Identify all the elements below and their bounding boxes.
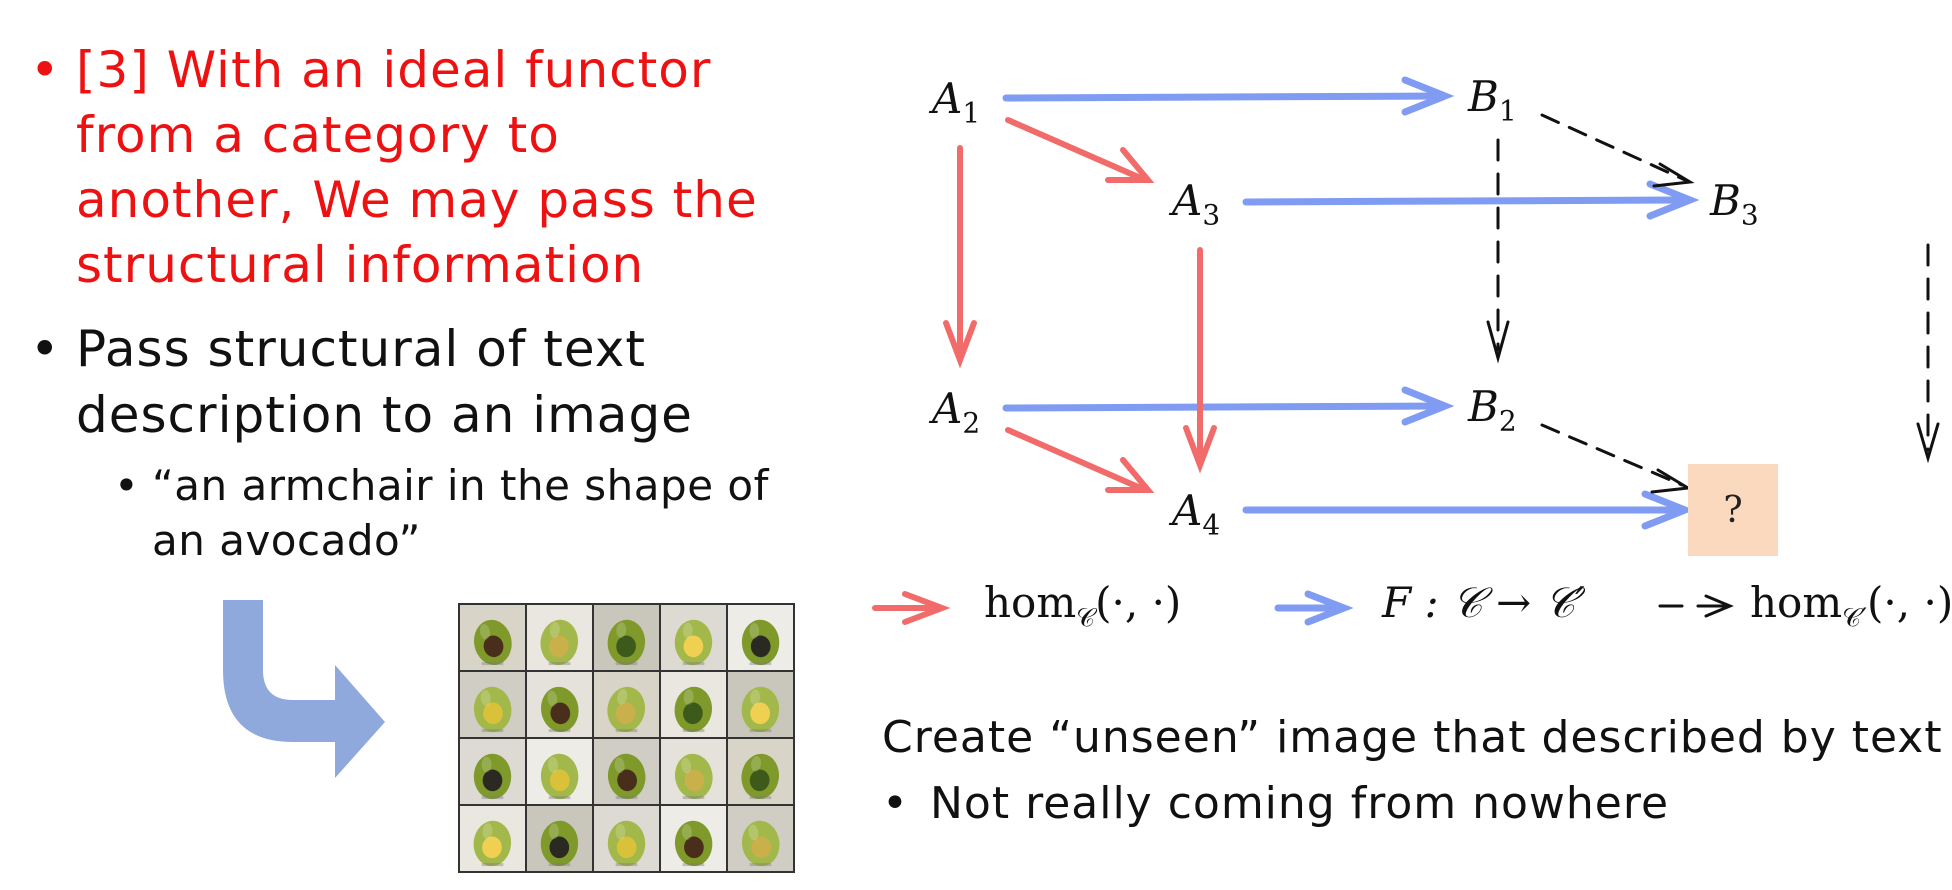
avocado-chair-thumbnail: [527, 672, 592, 737]
note-text: Not really coming from nowhere: [930, 778, 1670, 829]
avocado-chair-thumbnail: [460, 672, 525, 737]
commutative-diagram: A1 A3 A2 A4 B1 B3 B2 ? hom𝒞(·, ·) F : 𝒞 …: [860, 40, 1952, 660]
bullet-dot: •: [30, 320, 61, 378]
arrow-a4-q-head: [1641, 490, 1695, 530]
bullet-red: • [3] With an ideal functor from a categ…: [30, 38, 790, 298]
node-a4: A4: [1172, 486, 1221, 542]
legend-blue-label: F : 𝒞 → 𝒞′: [1382, 578, 1585, 627]
legend-red-arrow: [872, 591, 951, 625]
bullet-dot: •: [882, 778, 909, 829]
arrow-a3-b3-head: [1646, 180, 1700, 220]
legend-dashed-label: hom𝒞′(·, ·): [1750, 578, 1952, 634]
caption: Create “unseen” image that described by …: [882, 712, 1943, 763]
avocado-chair-thumbnail: [661, 806, 726, 871]
unknown-node: ?: [1688, 464, 1778, 556]
avocado-chair-thumbnail: [594, 739, 659, 804]
arrow-a2-b2-head: [1401, 386, 1455, 426]
arrow-a2-a4-head: [1105, 457, 1155, 493]
arrow-a2-a4: [1005, 427, 1148, 493]
arrow-b3-q-head: [1916, 422, 1940, 464]
arrow-a1-a3: [1005, 117, 1148, 183]
sub-bullet-text: “an armchair in the shape of an avocado”: [152, 461, 769, 565]
sub-bullet: • “an armchair in the shape of an avocad…: [30, 458, 790, 568]
arrow-b2-q: [1540, 423, 1684, 487]
node-b3: B3: [1710, 176, 1759, 232]
avocado-chair-thumbnail: [460, 806, 525, 871]
arrow-b1-b3-head: [1652, 162, 1695, 188]
avocado-chair-thumbnail: [527, 739, 592, 804]
avocado-chair-thumbnail: [460, 605, 525, 670]
avocado-chair-thumbnail: [661, 739, 726, 804]
avocado-chair-thumbnail: [661, 605, 726, 670]
arrow-a2-b2: [1002, 402, 1444, 412]
legend-red-label: hom𝒞(·, ·): [984, 578, 1182, 634]
node-a2: A2: [932, 384, 981, 440]
arrow-a1-b1: [1002, 92, 1444, 102]
avocado-chair-thumbnail: [594, 605, 659, 670]
avocado-chair-thumbnail: [594, 672, 659, 737]
node-b1: B1: [1468, 72, 1517, 128]
avocado-chair-thumbnail: [728, 806, 793, 871]
node-b2: B2: [1468, 382, 1517, 438]
legend-blue-arrow: [1274, 590, 1354, 626]
node-a1: A1: [932, 74, 981, 130]
arrow-a1-a3-head: [1105, 147, 1155, 183]
avocado-chair-thumbnail: [728, 672, 793, 737]
avocado-chair-thumbnail: [594, 806, 659, 871]
arrow-a3-a4-head: [1183, 425, 1217, 474]
arrow-a3-b3: [1242, 196, 1689, 206]
legend-dashed-arrow: [1658, 594, 1734, 618]
bullet-black-text: Pass structural of text description to a…: [76, 320, 693, 444]
node-a3: A3: [1172, 176, 1221, 232]
avocado-chair-thumbnail: [728, 739, 793, 804]
avocado-chair-image-grid: [458, 603, 795, 873]
arrow-a1-a2-head: [943, 320, 977, 369]
bullet-dot: •: [114, 461, 140, 510]
bent-arrow-icon: [223, 600, 385, 778]
bullet-black: • Pass structural of text description to…: [30, 316, 790, 448]
avocado-chair-thumbnail: [661, 672, 726, 737]
avocado-chair-thumbnail: [527, 806, 592, 871]
diagram-arrows: [872, 76, 1940, 626]
avocado-chair-thumbnail: [728, 605, 793, 670]
note-bullet: • Not really coming from nowhere: [882, 778, 1669, 829]
bullet-list: • [3] With an ideal functor from a categ…: [30, 38, 790, 568]
avocado-chair-thumbnail: [460, 739, 525, 804]
bullet-dot: •: [30, 41, 61, 99]
arrow-a1-b1-head: [1401, 76, 1455, 116]
bullet-red-text: [3] With an ideal functor from a categor…: [76, 41, 758, 294]
arrow-b1-b3: [1540, 113, 1687, 182]
arrow-b1-b2-head: [1486, 320, 1510, 364]
avocado-chair-thumbnail: [527, 605, 592, 670]
